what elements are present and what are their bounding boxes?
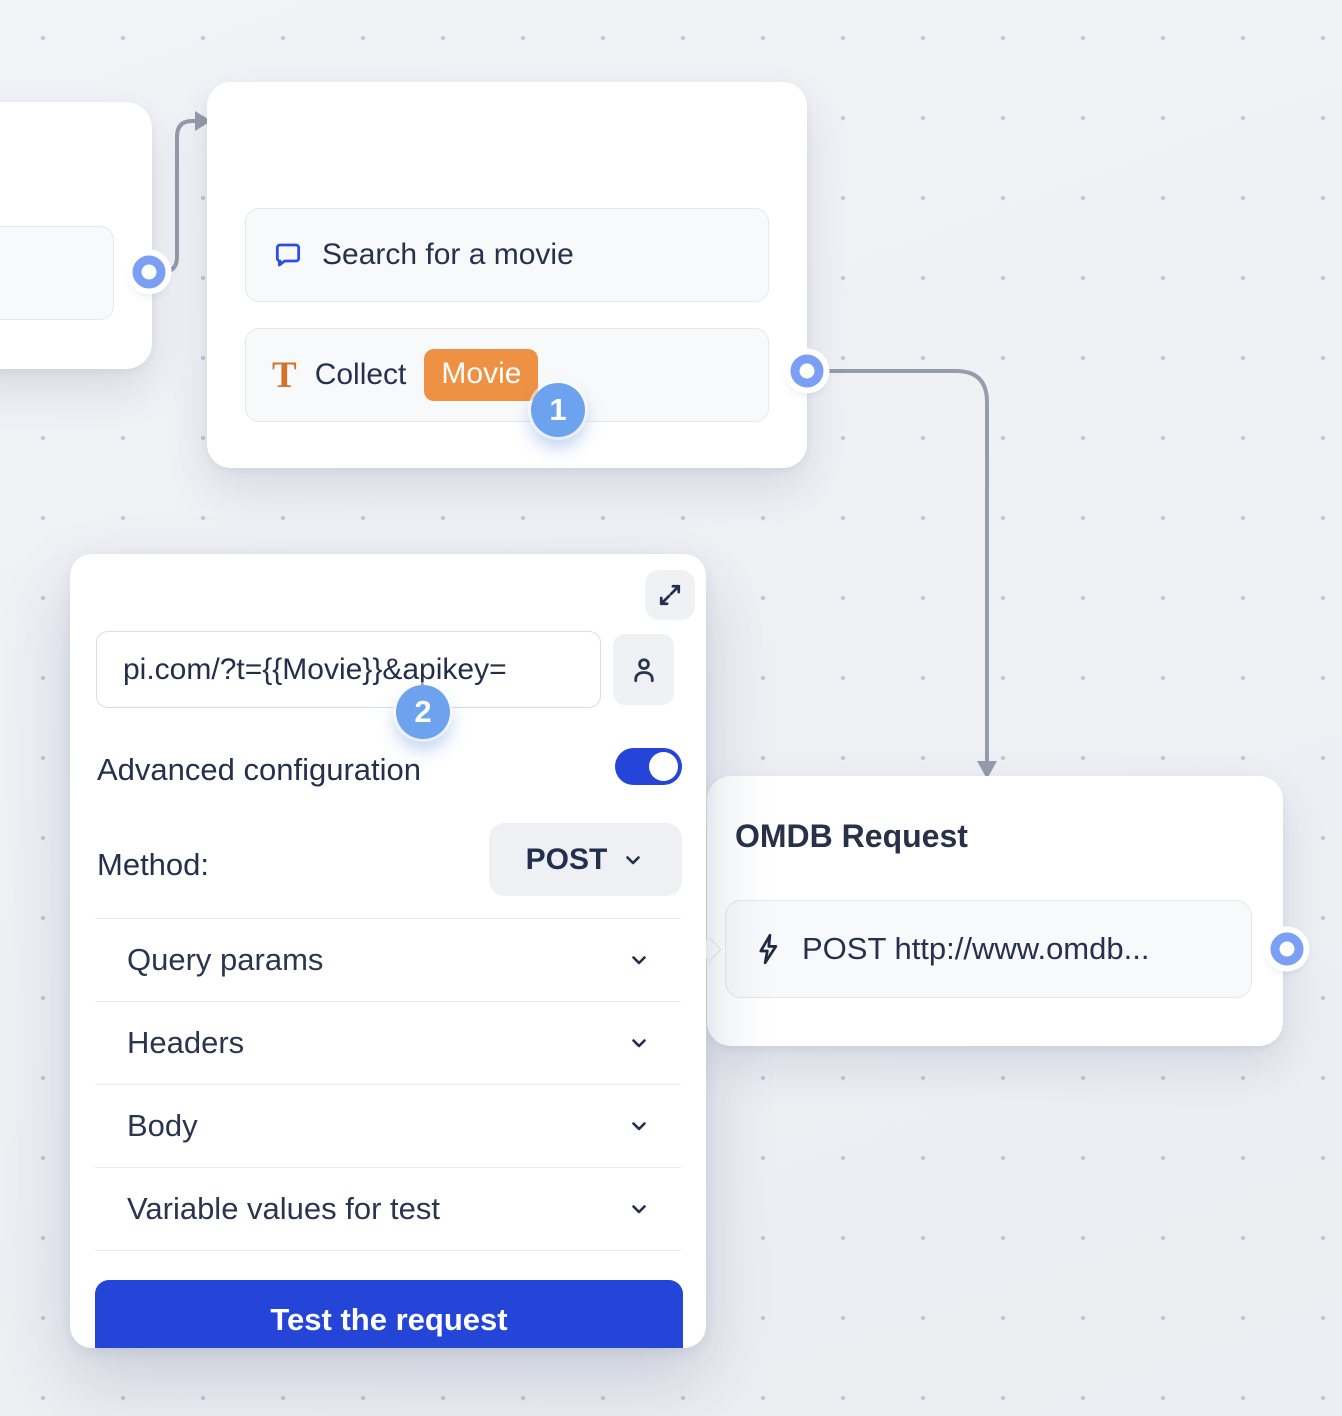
output-port[interactable] xyxy=(132,255,166,289)
method-label: Method: xyxy=(97,847,210,882)
test-request-button[interactable]: Test the request xyxy=(95,1280,683,1348)
previous-node-block[interactable] xyxy=(0,226,114,320)
advanced-configuration-label: Advanced configuration xyxy=(97,752,422,787)
variable-chip[interactable]: Movie xyxy=(424,349,539,401)
toggle-knob xyxy=(649,752,678,781)
step-2-badge: 2 xyxy=(396,685,450,739)
method-select[interactable]: POST xyxy=(489,823,682,896)
url-input[interactable]: pi.com/?t={{Movie}}&apikey= xyxy=(96,631,601,708)
webhook-config-panel: pi.com/?t={{Movie}}&apikey= Advanced con… xyxy=(70,554,706,1348)
section-variable-values[interactable]: Variable values for test xyxy=(95,1168,681,1251)
section-query-params[interactable]: Query params xyxy=(95,919,681,1002)
step-1-badge: 1 xyxy=(531,383,585,437)
advanced-configuration-toggle[interactable] xyxy=(615,748,682,785)
section-body[interactable]: Body xyxy=(95,1085,681,1168)
expand-icon xyxy=(656,581,684,609)
block-label: POST http://www.omdb... xyxy=(802,931,1150,966)
webhook-request-block[interactable]: POST http://www.omdb... xyxy=(725,900,1252,998)
chevron-down-icon xyxy=(627,1114,651,1138)
expand-button[interactable] xyxy=(645,570,695,620)
chevron-down-icon xyxy=(621,848,645,872)
send-message-block[interactable]: Search for a movie xyxy=(245,208,769,302)
section-label: Body xyxy=(127,1108,198,1143)
section-headers[interactable]: Headers xyxy=(95,1002,681,1085)
connector-prev-to-movie xyxy=(149,119,196,274)
section-label: Headers xyxy=(127,1025,245,1060)
url-value: pi.com/?t={{Movie}}&apikey= xyxy=(123,652,507,686)
output-port[interactable] xyxy=(790,354,824,388)
lightning-icon xyxy=(752,932,784,966)
chevron-down-icon xyxy=(627,948,651,972)
method-value: POST xyxy=(525,842,608,876)
connector-movie-to-omdb xyxy=(807,369,989,763)
chat-bubble-icon xyxy=(272,239,304,271)
previous-node-card[interactable] xyxy=(0,102,152,369)
node-title: OMDB Request xyxy=(735,818,968,854)
variable-insert-button[interactable] xyxy=(613,634,674,705)
person-icon xyxy=(628,654,660,686)
omdb-request-node[interactable]: OMDB Request POST http://www.omdb... xyxy=(707,776,1283,1046)
chevron-down-icon xyxy=(627,1197,651,1221)
collect-input-block[interactable]: T Collect Movie xyxy=(245,328,769,422)
output-port[interactable] xyxy=(1270,932,1304,966)
section-label: Query params xyxy=(127,942,324,977)
text-input-icon: T xyxy=(272,354,297,396)
block-label: Collect xyxy=(314,358,407,391)
movie-search-node[interactable]: Movie search Search for a movie T Collec… xyxy=(207,82,807,468)
collapsible-sections: Query params Headers Body Variable value… xyxy=(95,918,681,1251)
section-label: Variable values for test xyxy=(127,1191,441,1226)
block-label: Search for a movie xyxy=(322,238,574,271)
chevron-down-icon xyxy=(627,1031,651,1055)
